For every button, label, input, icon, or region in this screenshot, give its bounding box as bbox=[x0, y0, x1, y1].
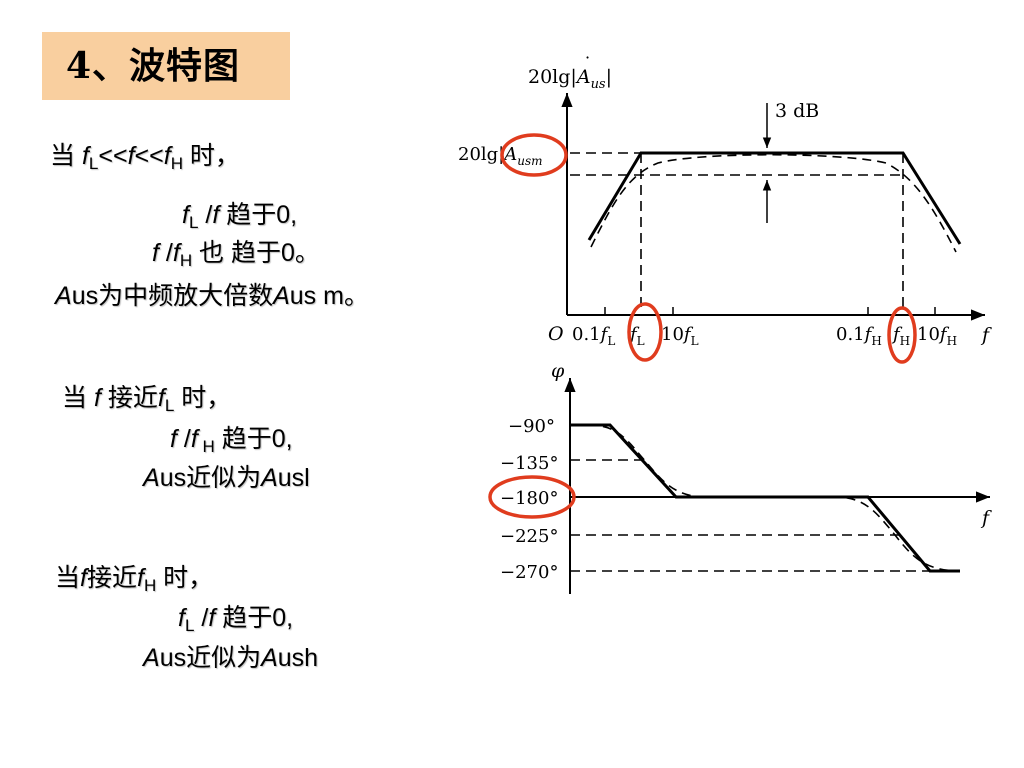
level-label: 20lg|Ausm bbox=[458, 144, 543, 168]
highlight-circle-fl bbox=[627, 302, 663, 362]
var-f: f bbox=[170, 425, 177, 453]
sub: L bbox=[188, 213, 199, 232]
xtick-label-01fh: 0.1fH bbox=[836, 324, 882, 348]
highlight-circle-fh bbox=[887, 306, 917, 364]
var-f: f bbox=[136, 564, 144, 592]
phase-x-label: f bbox=[980, 507, 992, 529]
text: 趋于0, bbox=[214, 425, 293, 453]
var-f: f bbox=[212, 201, 220, 229]
text: / bbox=[176, 425, 191, 453]
var-a: A bbox=[261, 644, 278, 672]
var-a: A bbox=[55, 282, 72, 310]
var-f: f bbox=[93, 384, 101, 412]
mag-asymptote bbox=[587, 151, 962, 245]
sub: H bbox=[170, 154, 183, 173]
cond2-line3: Aus近似为Ausl bbox=[143, 463, 310, 493]
ytick-135: −135° bbox=[500, 453, 558, 474]
text: 趋于0, bbox=[215, 604, 294, 632]
text: 当 bbox=[55, 564, 81, 592]
highlight-circle-level bbox=[500, 133, 568, 177]
xtick-label-fh: fH bbox=[891, 324, 910, 348]
mag-actual-curve bbox=[590, 153, 957, 253]
text: us近似为 bbox=[159, 644, 262, 672]
text: 接近 bbox=[100, 384, 158, 412]
ytick-180: −180° bbox=[500, 488, 558, 509]
cond3-line2: fL /f 趋于0, bbox=[178, 603, 294, 635]
highlight-circle-180 bbox=[488, 475, 576, 519]
text: 当 bbox=[50, 142, 82, 170]
cond1-line3: f /fH 也 趋于0。 bbox=[152, 238, 320, 270]
cond2-line2: f /f H 趋于0, bbox=[170, 424, 293, 456]
sub: L bbox=[164, 396, 175, 415]
text: ush bbox=[277, 644, 319, 672]
origin-label: O bbox=[548, 323, 564, 345]
sub: L bbox=[184, 616, 195, 635]
slide-title: 4、波特图 bbox=[66, 45, 241, 87]
xtick-label-01fl: 0.1fL bbox=[572, 324, 615, 348]
cond1-line1: 当 fL<<f<<fH 时， bbox=[50, 141, 240, 173]
title-box: 4、波特图 bbox=[42, 32, 290, 100]
var-f: f bbox=[190, 425, 198, 453]
db-note: 3 dB bbox=[775, 100, 819, 122]
ytick-90: −90° bbox=[508, 416, 555, 437]
mag-y-label: 20lg|Aus| bbox=[528, 66, 612, 92]
op: << bbox=[98, 142, 128, 170]
sub: H bbox=[143, 576, 157, 595]
var-a: A bbox=[143, 464, 160, 492]
text: 时， bbox=[156, 564, 214, 592]
cond1-line2: fL /f 趋于0, bbox=[182, 200, 298, 232]
phase-y-label: φ bbox=[551, 360, 565, 382]
ytick-270: −270° bbox=[500, 562, 558, 583]
var-a: A bbox=[273, 282, 290, 310]
text: 接近 bbox=[86, 564, 137, 592]
var-f: f bbox=[163, 142, 171, 170]
text: us m。 bbox=[289, 282, 369, 310]
text: usl bbox=[277, 464, 310, 492]
ytick-225: −225° bbox=[500, 526, 558, 547]
op: << bbox=[134, 142, 164, 170]
var-f: f bbox=[182, 201, 189, 229]
var-a: A bbox=[261, 464, 278, 492]
cond1-line4: Aus为中频放大倍数Aus m。 bbox=[55, 281, 369, 311]
var-f: f bbox=[172, 239, 180, 267]
text: 当 bbox=[62, 384, 94, 412]
var-f: f bbox=[152, 239, 159, 267]
xtick-label-10fh: 10fH bbox=[917, 324, 957, 348]
sub: H bbox=[197, 437, 215, 456]
var-f: f bbox=[80, 564, 87, 592]
var-f: f bbox=[178, 604, 185, 632]
xtick-label-10fl: 10fL bbox=[661, 324, 699, 348]
x-ticks bbox=[604, 307, 936, 315]
text: 时， bbox=[174, 384, 232, 412]
cond3-line3: Aus近似为Aush bbox=[143, 643, 318, 673]
magnitude-plot: 20lg|Aus| · 20lg|Ausm · 3 dB O f 0.1fL f… bbox=[458, 48, 992, 364]
text: / bbox=[198, 201, 213, 229]
text: us为中频放大倍数 bbox=[71, 282, 274, 310]
text: / bbox=[194, 604, 209, 632]
text: 时， bbox=[182, 142, 240, 170]
text: us近似为 bbox=[159, 464, 262, 492]
var-f: f bbox=[81, 142, 89, 170]
sub: L bbox=[88, 154, 99, 173]
cond3-line1: 当f接近fH 时， bbox=[55, 563, 214, 595]
text: 也 趋于0。 bbox=[192, 239, 320, 267]
var-f: f bbox=[127, 142, 135, 170]
phase-plot: φ f −90° −135° −180° −225° −270° bbox=[488, 360, 992, 594]
mag-x-label: f bbox=[980, 324, 992, 346]
mag-y-label-dot: · bbox=[585, 48, 590, 67]
var-f: f bbox=[157, 384, 165, 412]
text: / bbox=[158, 239, 173, 267]
var-a: A bbox=[143, 644, 160, 672]
sub: H bbox=[179, 251, 193, 270]
text: 趋于0, bbox=[219, 201, 298, 229]
cond2-line1: 当 f 接近fL 时， bbox=[62, 383, 232, 415]
var-f: f bbox=[208, 604, 216, 632]
